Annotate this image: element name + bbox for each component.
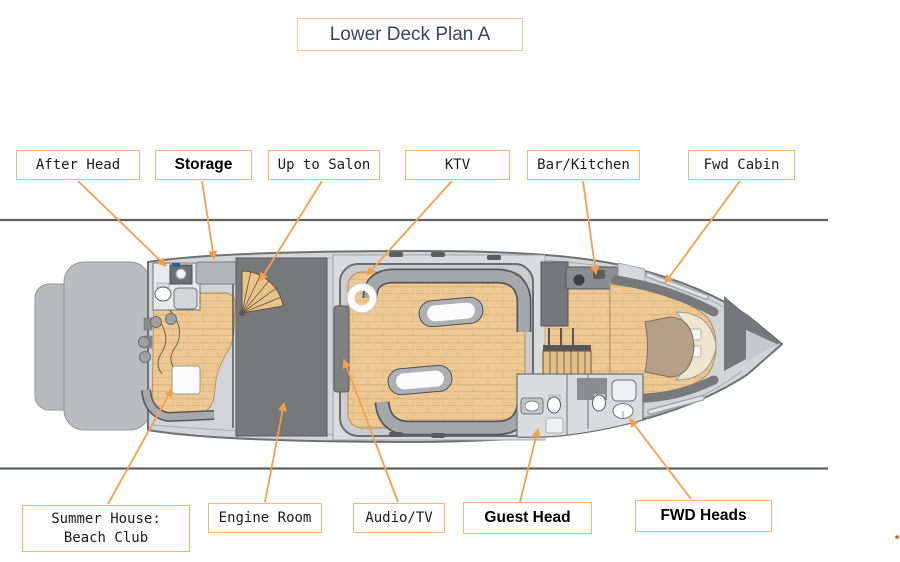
bed <box>644 316 695 378</box>
ktv-room <box>332 252 546 441</box>
arrow-storage <box>201 180 218 260</box>
callout-after-head: After Head <box>16 150 140 180</box>
arrow-fwd-heads <box>629 418 692 500</box>
fwd-cabin-area <box>609 272 719 415</box>
stool <box>165 313 177 325</box>
arrow-summer-house <box>107 388 173 505</box>
summer-house-beach-club-area <box>138 292 236 423</box>
toilet <box>547 396 561 414</box>
callout-ktv: KTV <box>405 150 510 180</box>
arrow-ktv <box>366 180 453 276</box>
sink <box>524 400 540 412</box>
callout-fwd-cabin: Fwd Cabin <box>688 150 795 180</box>
bow <box>724 296 780 371</box>
deck-reference-lines <box>0 218 828 470</box>
beach-club-table <box>171 365 201 395</box>
sink <box>175 268 187 280</box>
guest-head-area <box>520 394 564 434</box>
walkway-curve <box>155 315 167 375</box>
ktv-table-bottom <box>387 364 453 396</box>
arrow-bar-kitchen <box>582 180 600 275</box>
toilet <box>592 394 606 412</box>
after-head-bathroom <box>152 262 201 311</box>
audio-tv-cabinet <box>333 305 350 393</box>
arrow-engine-room <box>264 402 287 503</box>
stool <box>150 316 162 328</box>
ktv-table-top <box>418 296 484 328</box>
callout-summer-house: Summer House: Beach Club <box>22 505 190 552</box>
arrow-guest-head <box>519 428 541 503</box>
swim-platform <box>34 261 151 431</box>
callout-storage: Storage <box>155 150 252 180</box>
callout-fwd-heads: FWD Heads <box>635 500 772 532</box>
arrow-up-to-salon <box>259 180 323 282</box>
callout-bar-kitchen: Bar/Kitchen <box>527 150 640 180</box>
stool <box>139 351 151 363</box>
callout-engine-room: Engine Room <box>208 503 322 533</box>
bar-cabinet <box>540 261 569 327</box>
stool <box>138 336 150 348</box>
summer-house-line2: Beach Club <box>63 529 149 546</box>
shower <box>611 379 637 402</box>
shower <box>173 287 198 310</box>
stray-dot <box>895 535 899 539</box>
arrow-after-head <box>77 180 167 267</box>
heads-block <box>516 373 644 438</box>
cabin-walkway-top <box>611 275 719 317</box>
fwd-heads-area <box>592 379 637 419</box>
shower <box>545 417 564 434</box>
arrow-fwd-cabin <box>664 180 741 284</box>
callout-up-to-salon: Up to Salon <box>268 150 380 180</box>
bar-sink <box>573 274 585 286</box>
callout-guest-head: Guest Head <box>463 502 592 534</box>
bar-kitchen-area <box>540 261 646 327</box>
deck-hatch-marks <box>389 252 501 438</box>
arrow-audio-tv <box>342 359 399 503</box>
callout-arrows <box>77 180 741 505</box>
toilet <box>154 286 172 302</box>
callout-audio-tv: Audio/TV <box>353 503 445 533</box>
light-ring <box>347 283 377 313</box>
summer-house-line1: Summer House: <box>51 510 161 527</box>
page-title: Lower Deck Plan A <box>297 18 523 51</box>
spiral-staircase <box>239 270 284 316</box>
